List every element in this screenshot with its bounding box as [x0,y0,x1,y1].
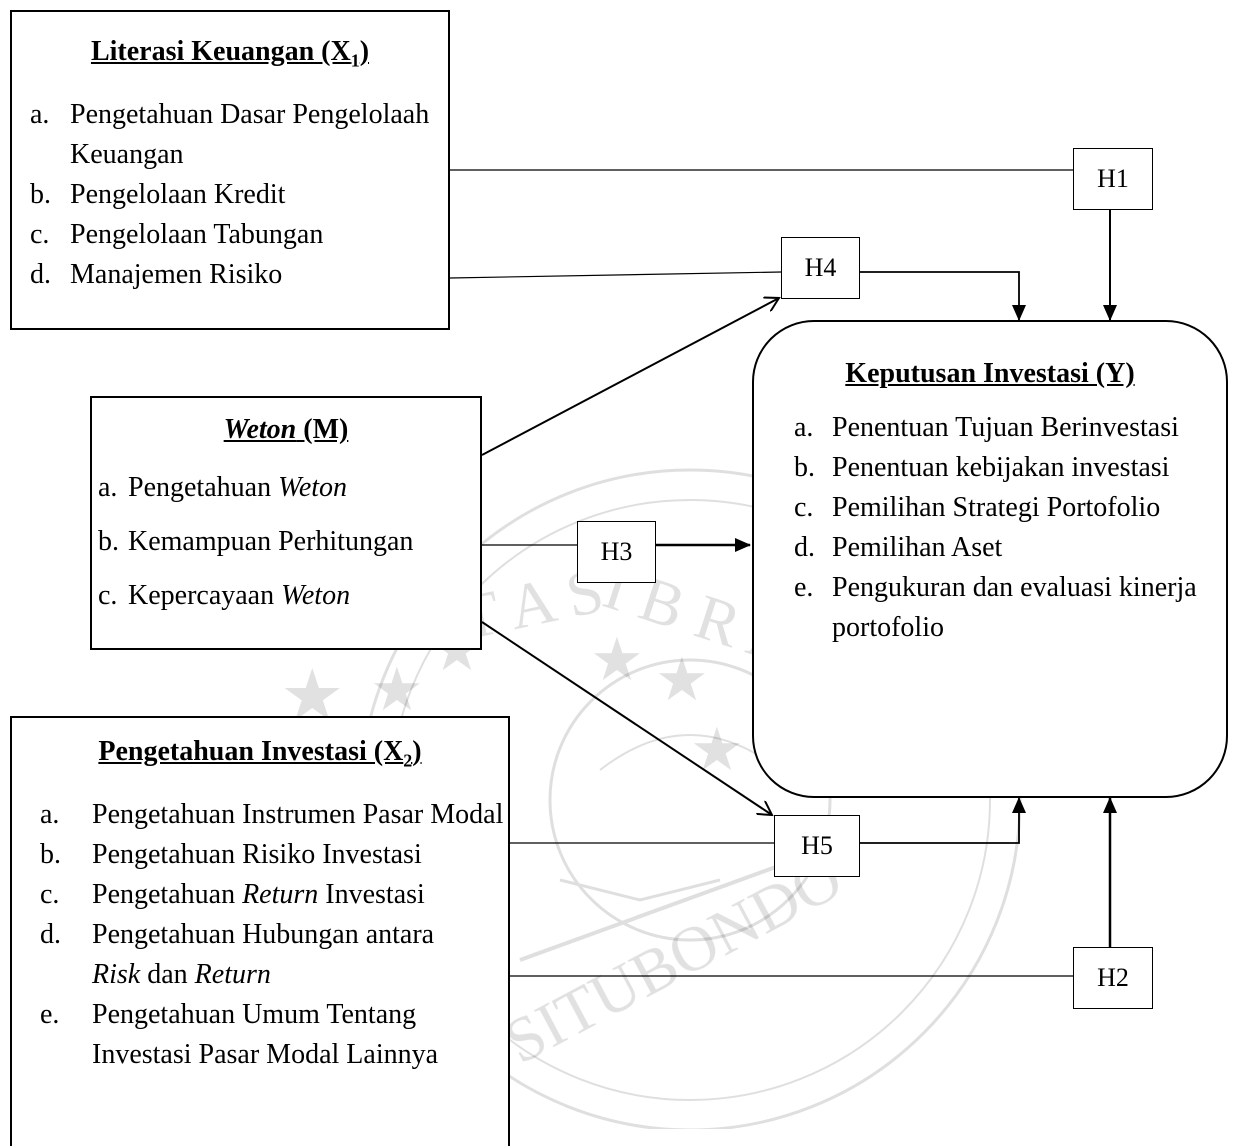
list-item: b.Penentuan kebijakan investasi [794,452,1170,483]
arrow-h4-to-y [860,271,1026,321]
pengetahuan-investasi-items: a.Pengetahuan Instrumen Pasar Modal b.Pe… [40,795,508,1075]
weton-box: Weton (M) a.Pengetahuan Weton b.Kemampua… [90,396,482,650]
list-item: e.Pengetahuan Umum Tentang Investasi Pas… [40,998,439,1070]
list-item: b.Pengetahuan Risiko Investasi [40,838,422,870]
keputusan-investasi-items: a.Penentuan Tujuan Berinvestasi b.Penent… [794,408,1226,648]
weton-items: a.Pengetahuan Weton b.Kemampuan Perhitun… [98,461,480,623]
list-item: d.Manajemen Risiko [30,258,283,290]
literasi-keuangan-items: a.Pengetahuan Dasar Pengelolaah Keuangan… [30,95,448,295]
list-item: c.Pengetahuan Return Investasi [40,878,425,910]
keputusan-investasi-title: Keputusan Investasi (Y) [845,358,1135,389]
list-item: a.Penentuan Tujuan Berinvestasi [794,412,1179,443]
arrow-m-to-h5 [481,621,772,815]
literasi-keuangan-title: Literasi Keuangan (X1) [90,36,370,71]
weton-title: Weton (M) [223,414,349,445]
pengetahuan-investasi-title: Pengetahuan Investasi (X2) [98,736,422,771]
list-item: c.Pemilihan Strategi Portofolio [794,492,1161,523]
list-item: a.Pengetahuan Instrumen Pasar Modal [40,798,504,830]
list-item: b.Pengelolaan Kredit [30,178,286,210]
hypothesis-h4-box: H4 [781,237,860,299]
hypothesis-h1-box: H1 [1073,148,1153,210]
list-item: c.Pengelolaan Tabungan [30,218,324,250]
hypothesis-h5-box: H5 [774,815,860,877]
line-x1-to-h4 [449,271,782,279]
hypothesis-h2-box: H2 [1073,947,1153,1009]
hypothesis-h3-box: H3 [577,521,656,583]
arrow-m-to-h4 [481,298,779,456]
keputusan-investasi-box: Keputusan Investasi (Y) a.Penentuan Tuju… [752,320,1228,798]
list-item: a.Pengetahuan Weton [98,472,348,503]
pengetahuan-investasi-box: Pengetahuan Investasi (X2) a.Pengetahuan… [10,716,510,1146]
list-item: d.Pemilihan Aset [794,532,1003,563]
arrow-h5-to-y [860,797,1026,844]
literasi-keuangan-box: Literasi Keuangan (X1) a.Pengetahuan Das… [10,10,450,330]
list-item: a.Pengetahuan Dasar Pengelolaah Keuangan [30,98,430,170]
list-item: c.Kepercayaan Weton [98,580,351,611]
list-item: e.Pengukuran dan evaluasi kinerja portof… [794,572,1197,643]
list-item: b.Kemampuan Perhitungan [98,526,414,557]
